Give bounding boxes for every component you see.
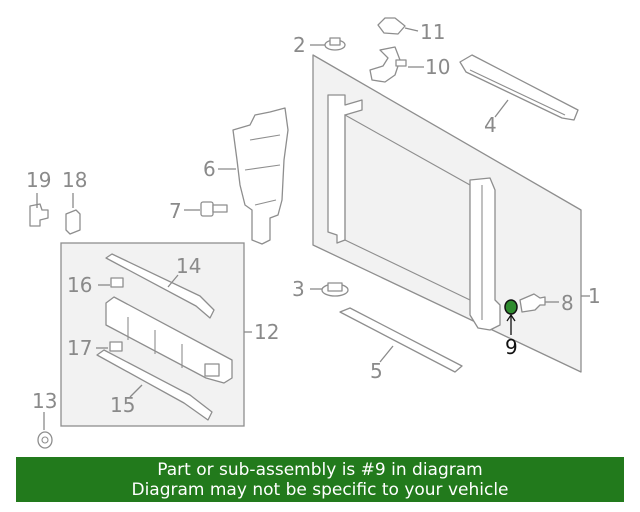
bracket-19 (29, 203, 49, 227)
callout-9[interactable]: 9 (505, 335, 518, 359)
callout-11: 11 (420, 20, 445, 44)
banner-line-1: Part or sub-assembly is #9 in diagram (157, 460, 483, 480)
seal-strip-upper (105, 253, 215, 319)
radiator-right-tank (469, 177, 501, 331)
clip-16 (110, 277, 124, 288)
drain-plug-shape (519, 293, 546, 313)
callout-6: 6 (203, 157, 216, 181)
mount-cushion (321, 282, 349, 297)
radiator-cap-shape (377, 17, 406, 35)
bracket-18 (65, 209, 81, 235)
callout-18: 18 (62, 168, 87, 192)
drain-plug (519, 293, 546, 313)
callout-15: 15 (110, 393, 135, 417)
radiator-assembly (312, 54, 582, 373)
lower-seal-shape (339, 307, 463, 373)
bolt (200, 201, 228, 217)
callout-8: 8 (561, 291, 574, 315)
callout-19: 19 (26, 168, 51, 192)
info-banner: Part or sub-assembly is #9 in diagram Di… (16, 457, 624, 502)
callout-3: 3 (292, 277, 305, 301)
callout-17: 17 (67, 336, 92, 360)
inlet-hose (369, 46, 407, 83)
grommet-13 (37, 431, 53, 449)
inlet-hose-shape (369, 46, 401, 83)
radiator-cap (377, 17, 406, 35)
upper-support-shape (459, 54, 579, 121)
clip-17 (109, 341, 123, 352)
callout-13: 13 (32, 389, 57, 413)
bolt-shank (212, 204, 228, 213)
callout-5: 5 (370, 359, 383, 383)
leader-lines (36, 27, 590, 430)
lower-duct-shape (105, 296, 233, 384)
upper-support (459, 54, 579, 121)
clip-top (324, 37, 346, 51)
bolt-head (200, 201, 214, 217)
parts-diagram: 1 2 3 4 5 6 7 8 9 10 11 12 13 14 15 16 1… (26, 17, 601, 449)
banner-line-2: Diagram may not be specific to your vehi… (131, 480, 509, 500)
callout-14: 14 (176, 254, 201, 278)
lower-duct (105, 296, 233, 384)
callout-16: 16 (67, 273, 92, 297)
lower-seal (339, 307, 463, 373)
o-ring-highlighted[interactable] (504, 299, 518, 315)
callout-2: 2 (293, 33, 306, 57)
callout-7: 7 (169, 199, 182, 223)
callout-4: 4 (484, 113, 497, 137)
o-ring-part[interactable] (504, 299, 518, 315)
air-guide (232, 107, 289, 245)
callout-1: 1 (588, 284, 601, 308)
seal-strip-lower (96, 349, 213, 421)
callout-10: 10 (425, 55, 450, 79)
callout-12: 12 (254, 320, 279, 344)
air-guide-shape (232, 107, 289, 245)
